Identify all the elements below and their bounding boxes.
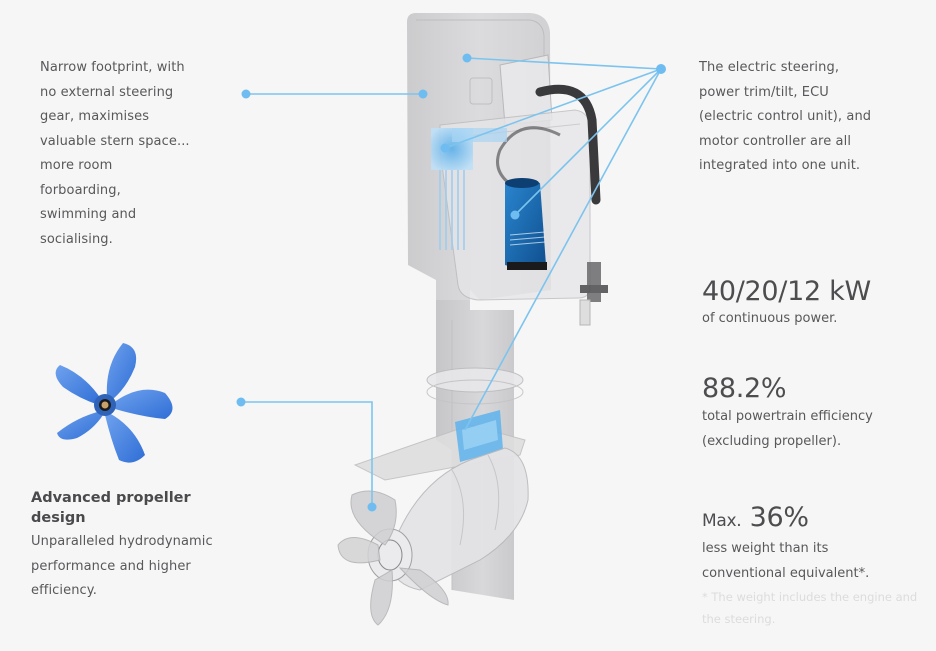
- propeller-line: Unparalleled hydrodynamic: [31, 534, 213, 549]
- propeller-line: performance and higher: [31, 558, 191, 574]
- integration-line: power trim/tilt, ECU: [699, 84, 829, 100]
- propeller-line: efficiency.: [31, 583, 97, 598]
- mounting-bracket: [579, 262, 608, 326]
- footprint-line: more room: [40, 158, 113, 173]
- stat-efficiency: 88.2% total powertrain efficiency (exclu…: [702, 373, 936, 454]
- electric-motor: [505, 178, 547, 270]
- footprint-line: gear, maximises: [40, 109, 150, 124]
- stat-weight-prefix: Max.: [702, 511, 742, 531]
- integration-line: The electric steering,: [699, 60, 840, 75]
- propeller-title-line: design: [31, 510, 86, 526]
- integration-line: motor controller are all: [699, 133, 852, 149]
- footprint-line: valuable stern space...: [40, 133, 190, 149]
- callout-lines: [241, 57, 662, 507]
- stat-weight-label-line: less weight than its: [702, 541, 829, 556]
- weight-footnote-line: the steering.: [702, 612, 776, 626]
- callout-dot-motor[interactable]: [510, 210, 520, 220]
- callout-dot-footprint-end[interactable]: [418, 89, 428, 99]
- stat-power: 40/20/12 kW of continuous power.: [702, 276, 936, 332]
- propeller-feature: Advanced propeller design Unparalleled h…: [31, 488, 251, 604]
- callout-dot-ecu[interactable]: [440, 143, 450, 153]
- callout-dot-propeller-start[interactable]: [236, 397, 246, 407]
- stat-weight-value: 36%: [749, 502, 809, 533]
- callout-dots: [236, 53, 666, 512]
- stat-power-value: 40/20/12 kW: [702, 276, 871, 307]
- footprint-line: no external steering: [40, 84, 174, 100]
- stat-weight-label-line: conventional equivalent*.: [702, 565, 870, 581]
- gray-propeller: [337, 490, 449, 626]
- stat-weight-value-row: Max. 36%: [702, 502, 936, 537]
- propeller-description: Unparalleled hydrodynamic performance an…: [31, 530, 251, 604]
- propeller-title-line: Advanced propeller: [31, 490, 191, 506]
- callout-dot-propeller-end[interactable]: [367, 502, 377, 512]
- heat-exchanger: [431, 128, 507, 250]
- footprint-line: swimming and: [40, 207, 137, 222]
- propeller-title: Advanced propeller design: [31, 488, 251, 528]
- integration-line: integrated into one unit.: [699, 158, 861, 173]
- footprint-line: Narrow footprint, with: [40, 60, 185, 75]
- stat-weight: Max. 36% less weight than its convention…: [702, 502, 936, 630]
- callout-dot-integration-hub[interactable]: [656, 64, 666, 74]
- stat-efficiency-value: 88.2%: [702, 373, 787, 404]
- footprint-line: forboarding,: [40, 182, 121, 198]
- footprint-description: Narrow footprint, with no external steer…: [40, 56, 230, 252]
- stat-efficiency-label-line: (excluding propeller).: [702, 433, 842, 449]
- cable-hose: [535, 84, 601, 205]
- callout-dot-footprint-start[interactable]: [241, 89, 251, 99]
- weight-footnote-line: * The weight includes the engine and: [702, 590, 918, 604]
- stat-power-label: of continuous power.: [702, 311, 838, 326]
- footprint-line: socialising.: [40, 231, 113, 247]
- integration-description: The electric steering, power trim/tilt, …: [699, 56, 929, 179]
- leg-cooling-block: [455, 410, 503, 462]
- integration-line: (electric control unit), and: [699, 109, 872, 124]
- propeller-icon: [55, 343, 173, 463]
- callout-dot-steering[interactable]: [462, 53, 472, 63]
- stat-efficiency-label-line: total powertrain efficiency: [702, 409, 873, 424]
